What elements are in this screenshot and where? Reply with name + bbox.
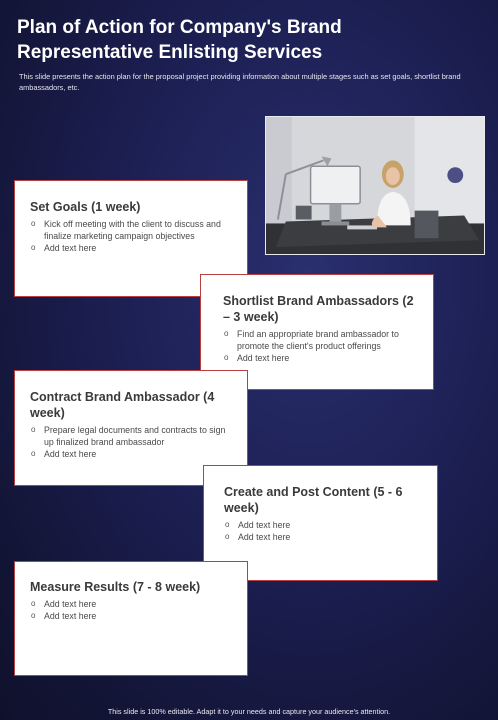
circle-bullet-icon: o — [31, 425, 36, 434]
circle-bullet-icon: o — [224, 353, 229, 362]
stage-title: Shortlist Brand Ambassadors (2 – 3 week) — [223, 294, 414, 324]
circle-bullet-icon: o — [31, 243, 36, 252]
circle-bullet-icon: o — [225, 532, 230, 541]
page-title: Plan of Action for Company's Brand Repre… — [17, 17, 342, 63]
footer-note: This slide is 100% editable. Adapt it to… — [107, 707, 391, 716]
woman-at-computer-photo — [265, 116, 485, 255]
circle-bullet-icon: o — [224, 329, 229, 338]
stage-title: Measure Results (7 - 8 week) — [30, 580, 201, 594]
circle-bullet-icon: o — [31, 599, 36, 608]
circle-bullet-icon: o — [31, 611, 36, 620]
stage-title: Create and Post Content (5 - 6 week) — [224, 485, 403, 515]
stage-title: Contract Brand Ambassador (4 week) — [30, 390, 215, 420]
circle-bullet-icon: o — [225, 520, 230, 529]
stage-title: Set Goals (1 week) — [30, 200, 141, 214]
page-subtitle: This slide presents the action plan for … — [19, 72, 461, 92]
circle-bullet-icon: o — [31, 219, 36, 228]
circle-bullet-icon: o — [31, 449, 36, 458]
